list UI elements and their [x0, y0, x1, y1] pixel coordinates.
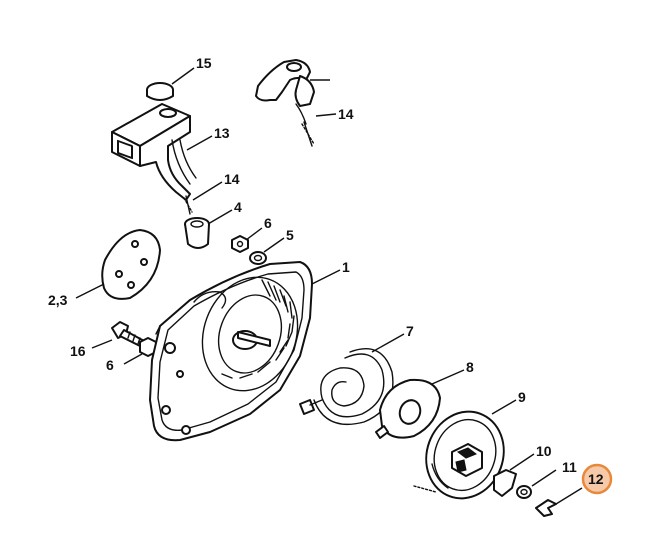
part-7-rewind-spring[interactable]: [299, 348, 394, 426]
callout-13[interactable]: 13: [214, 125, 230, 141]
callout-10[interactable]: 10: [536, 443, 552, 459]
callout-7[interactable]: 7: [406, 323, 414, 339]
callout-1[interactable]: 1: [342, 259, 350, 275]
callout-6-lower[interactable]: 6: [106, 357, 114, 373]
callout-15[interactable]: 15: [196, 55, 212, 71]
callout-2-3[interactable]: 2,3: [48, 292, 68, 308]
part-1-fan-housing[interactable]: [149, 261, 313, 442]
callout-14-left[interactable]: 14: [224, 171, 240, 187]
part-15-cap[interactable]: [146, 82, 174, 101]
highlight-ring-12: [581, 463, 613, 495]
callout-16[interactable]: 16: [70, 343, 86, 359]
part-8-spring-cover[interactable]: [375, 378, 441, 439]
callout-8[interactable]: 8: [466, 359, 474, 375]
callout-14-right[interactable]: 14: [338, 106, 354, 122]
part-10-pawl[interactable]: [493, 469, 517, 497]
part-9-rope-rotor[interactable]: [413, 401, 516, 510]
leader-lines: [75, 67, 583, 505]
part-11-washer[interactable]: [516, 485, 532, 499]
part-2-3-plate[interactable]: [101, 229, 161, 300]
callout-labels: 15 13 14 14 4 6 5 1 2,3 16 6 7 8 9 10 11…: [48, 55, 604, 487]
part-4-bushing[interactable]: [184, 217, 210, 249]
part-13-starter-grip-alt[interactable]: [255, 59, 315, 125]
part-5-washer[interactable]: [249, 251, 267, 265]
callout-11[interactable]: 11: [562, 459, 577, 475]
callout-4[interactable]: 4: [234, 199, 242, 215]
part-13-starter-grip[interactable]: [111, 103, 197, 201]
part-14-rope-left[interactable]: [183, 195, 193, 215]
callout-6-top[interactable]: 6: [264, 215, 272, 231]
callout-5[interactable]: 5: [286, 227, 294, 243]
part-14-rope-right[interactable]: [301, 121, 315, 147]
part-16-screw[interactable]: [111, 321, 147, 349]
callout-9[interactable]: 9: [518, 389, 526, 405]
part-6-nut-top[interactable]: [231, 235, 249, 253]
part-12-spring-clip[interactable]: [535, 499, 557, 517]
callout-12-highlighted[interactable]: 12: [588, 471, 604, 487]
